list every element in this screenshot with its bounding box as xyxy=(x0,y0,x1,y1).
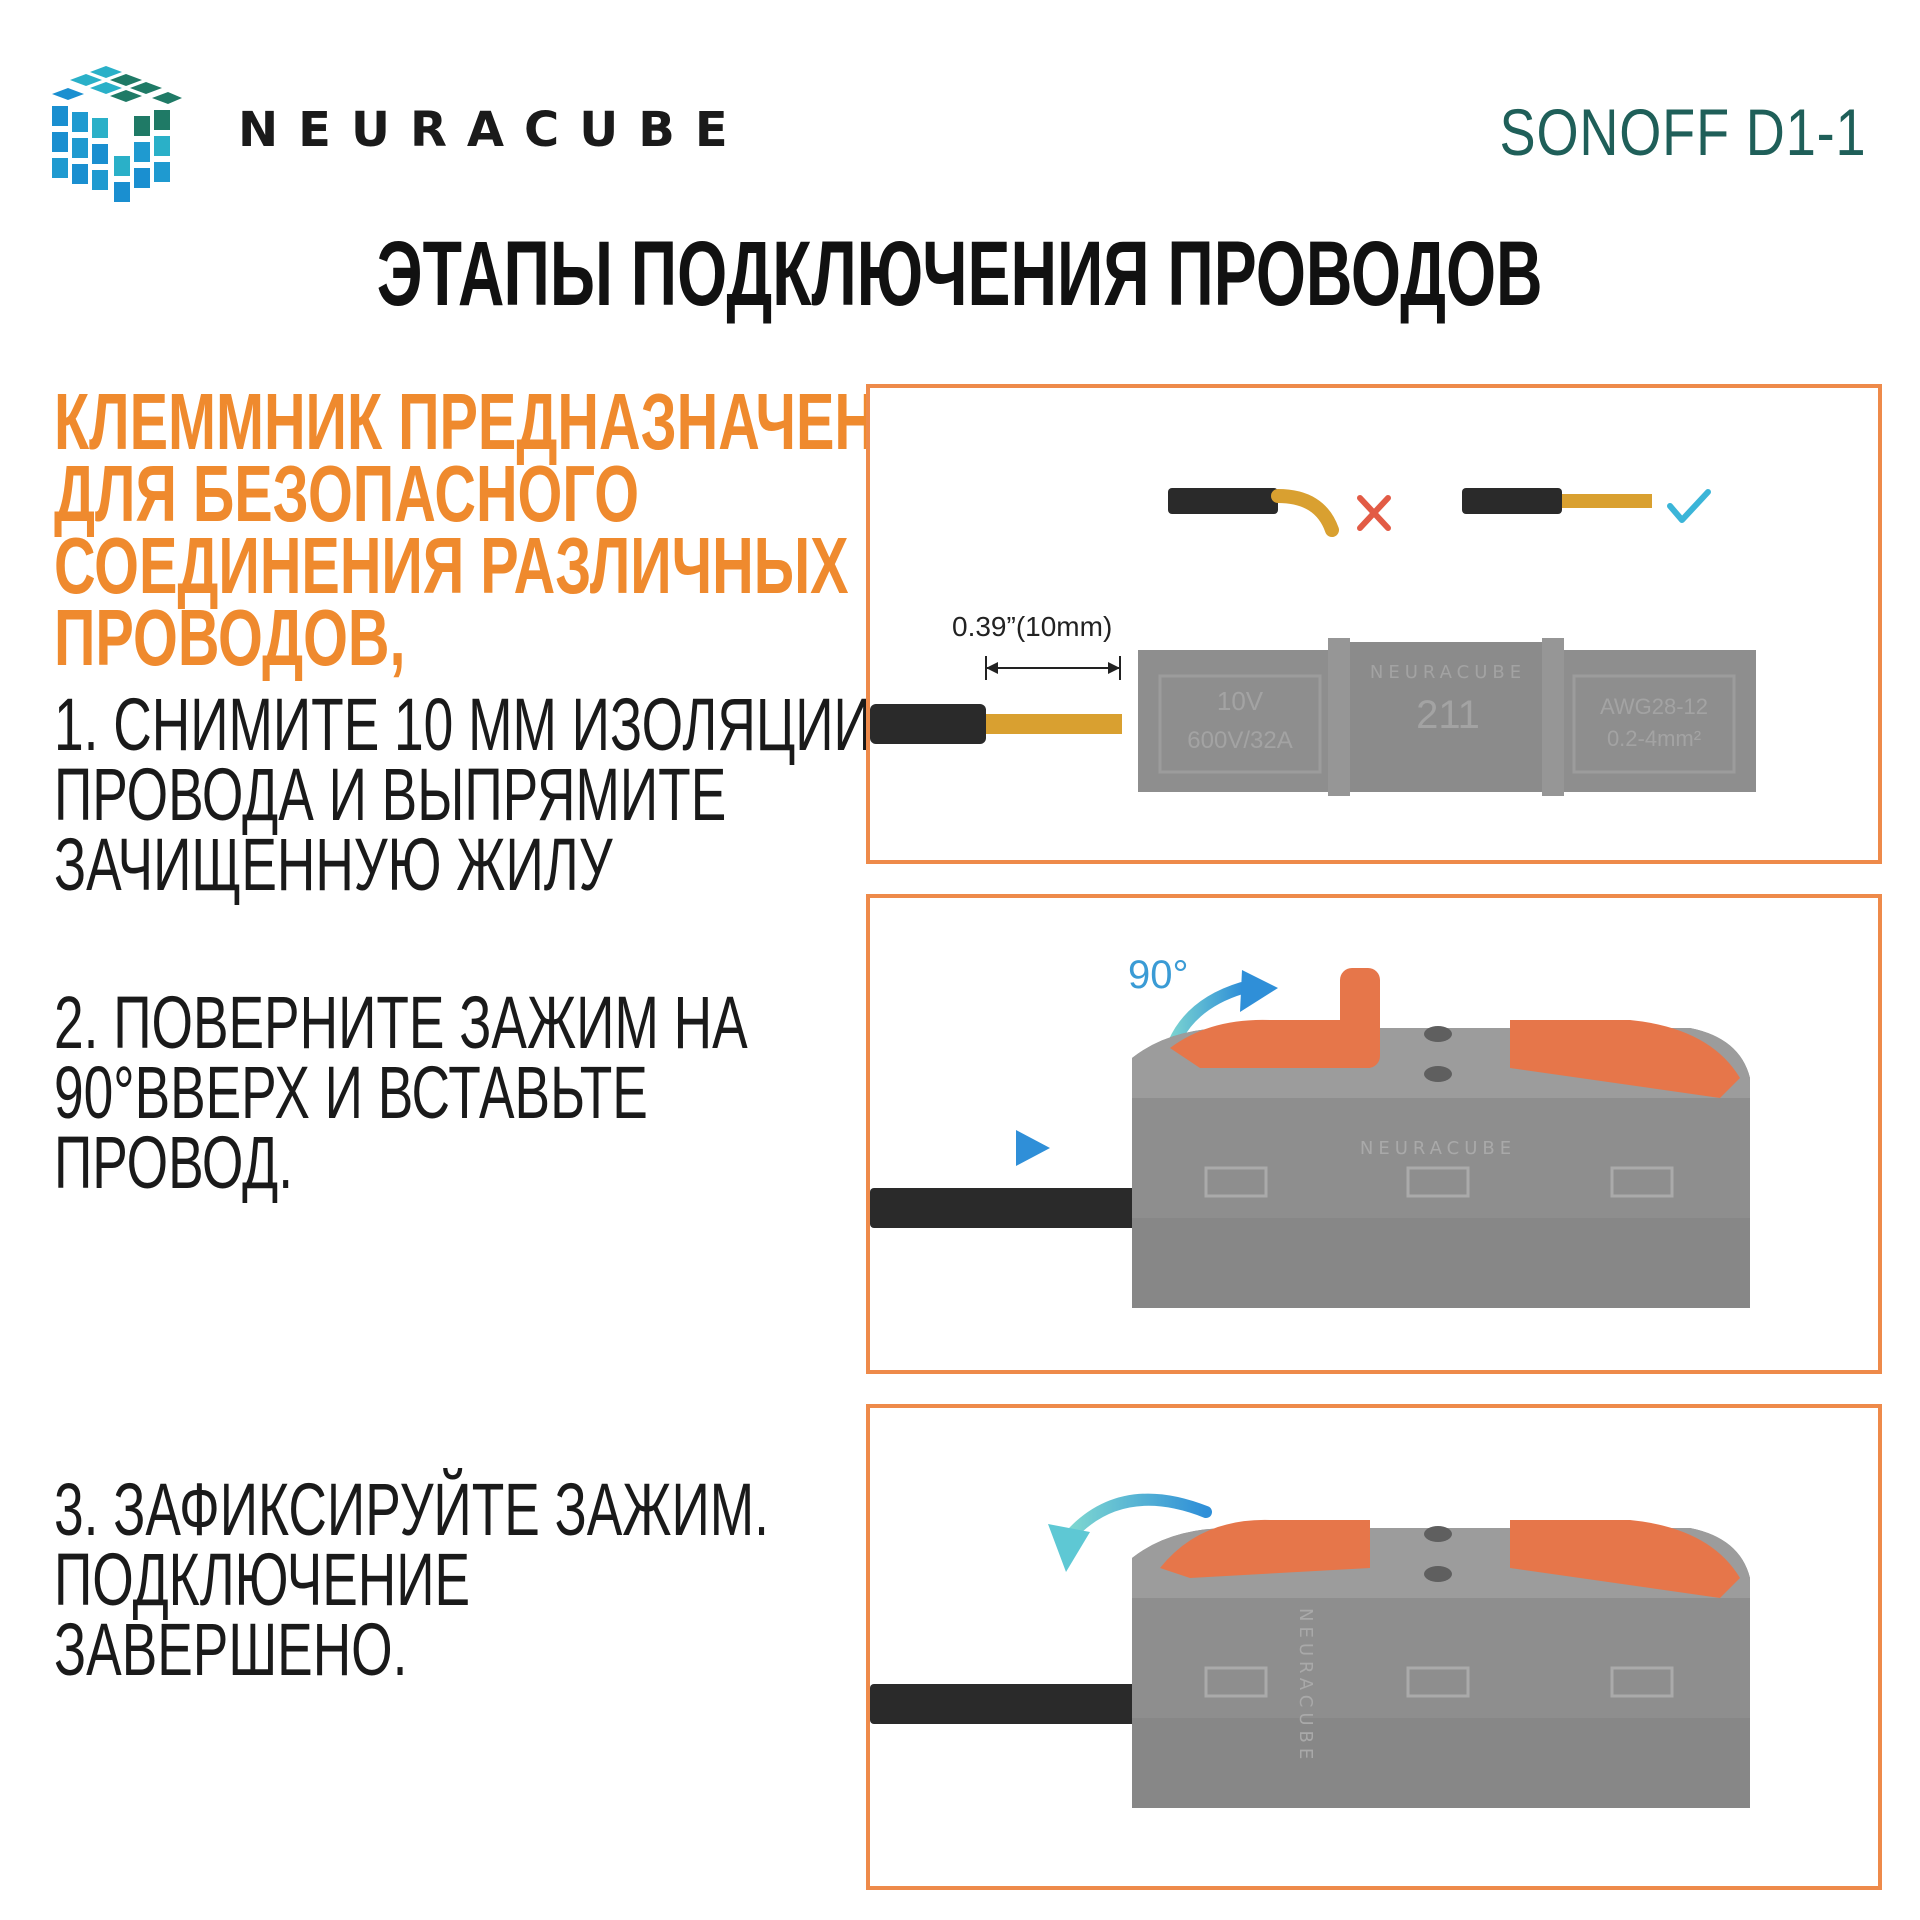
intro-line: ПРОВОДОВ, xyxy=(54,593,406,682)
connector-brand-label: NEURACUBE xyxy=(1370,662,1526,683)
step-line: 3. ЗАФИКСИРУЙТЕ ЗАЖИМ. xyxy=(54,1468,769,1551)
wire-insulation xyxy=(1168,488,1278,514)
dimension-label: 0.39”(10mm) xyxy=(952,611,1112,642)
step-2-text: 2. ПОВЕРНИТЕ ЗАЖИМ НА 90°ВВЕРХ И ВСТАВЬТ… xyxy=(54,981,814,1204)
page-title-text: ЭТАПЫ ПОДКЛЮЧЕНИЯ ПРОВОДОВ xyxy=(377,223,1543,325)
straight-copper-core xyxy=(1562,494,1652,508)
step-line: ПРОВОДА И ВЫПРЯМИТЕ xyxy=(54,753,727,836)
step-1-text: 1. СНИМИТЕ 10 ММ ИЗОЛЯЦИИ ПРОВОДА И ВЫПР… xyxy=(54,683,872,906)
connector-spec-label: 0.2-4mm² xyxy=(1607,726,1701,751)
cross-icon xyxy=(1357,495,1391,531)
connector-3d xyxy=(1132,1519,1750,1808)
page-title: ЭТАПЫ ПОДКЛЮЧЕНИЯ ПРОВОДОВ xyxy=(0,224,1920,324)
step-3-text: 3. ЗАФИКСИРУЙТЕ ЗАЖИМ. ПОДКЛЮЧЕНИЕ ЗАВЕР… xyxy=(54,1468,814,1691)
step-line: 90°ВВЕРХ И ВСТАВЬТЕ xyxy=(54,1051,648,1134)
panel-insert-wire: 90° NEURACUBE xyxy=(866,894,1882,1374)
intro-text: КЛЕММНИК ПРЕДНАЗНАЧЕН ДЛЯ БЕЗОПАСНОГО СО… xyxy=(54,377,876,682)
angle-label: 90° xyxy=(1128,953,1189,997)
right-arrow-icon xyxy=(925,1130,1050,1166)
lever-open xyxy=(1340,968,1380,1068)
model-name: SONOFF D1-1 xyxy=(1499,95,1866,169)
connector-model-label: 211 xyxy=(1416,693,1480,737)
insert-wire-illustration: 90° NEURACUBE xyxy=(870,953,1750,1308)
rotate-down-arrow-icon xyxy=(1048,1493,1212,1572)
step-line: 2. ПОВЕРНИТЕ ЗАЖИМ НА xyxy=(54,981,748,1064)
wire-insulation xyxy=(1462,488,1562,514)
bent-copper-core xyxy=(1271,489,1339,537)
lever-closed xyxy=(1160,1519,1370,1578)
intro-line: СОЕДИНЕНИЯ РАЗЛИЧНЫХ xyxy=(54,521,849,610)
cube-logo-icon xyxy=(52,66,182,206)
connector-3d xyxy=(1132,968,1750,1308)
step-line: ЗАЧИЩЕННУЮ ЖИЛУ xyxy=(54,823,613,906)
panel-lock-lever: NEURACUBE xyxy=(866,1404,1882,1890)
intro-line: КЛЕММНИК ПРЕДНАЗНАЧЕН xyxy=(54,377,876,466)
connector-brand-label: NEURACUBE xyxy=(1295,1608,1316,1764)
lock-lever-illustration: NEURACUBE xyxy=(870,1493,1750,1808)
strip-wire-illustration: 0.39”(10mm) 10V 600V/32A NEURACUBE 211 A… xyxy=(870,488,1756,796)
check-icon xyxy=(1667,489,1711,523)
connector-brand-label: NEURACUBE xyxy=(1360,1138,1516,1159)
intro-line: ДЛЯ БЕЗОПАСНОГО xyxy=(54,449,640,538)
step-line: ПРОВОД. xyxy=(54,1121,294,1204)
step-line: ЗАВЕРШЕНО. xyxy=(54,1608,408,1691)
connector-spec-label: AWG28-12 xyxy=(1600,694,1708,719)
brand-name: NEURACUBE xyxy=(238,102,748,158)
connector-top-view xyxy=(1138,638,1756,796)
connector-spec-label: 600V/32A xyxy=(1187,727,1292,754)
wire xyxy=(870,1684,1138,1724)
wire-insulation xyxy=(870,704,986,744)
step-line: 1. СНИМИТЕ 10 ММ ИЗОЛЯЦИИ xyxy=(54,683,872,766)
panel-strip-wire: 0.39”(10mm) 10V 600V/32A NEURACUBE 211 A… xyxy=(866,384,1882,864)
stripped-copper-core xyxy=(986,714,1122,734)
wire xyxy=(870,1188,1138,1228)
step-line: ПОДКЛЮЧЕНИЕ xyxy=(54,1538,471,1621)
connector-spec-label: 10V xyxy=(1217,686,1264,716)
